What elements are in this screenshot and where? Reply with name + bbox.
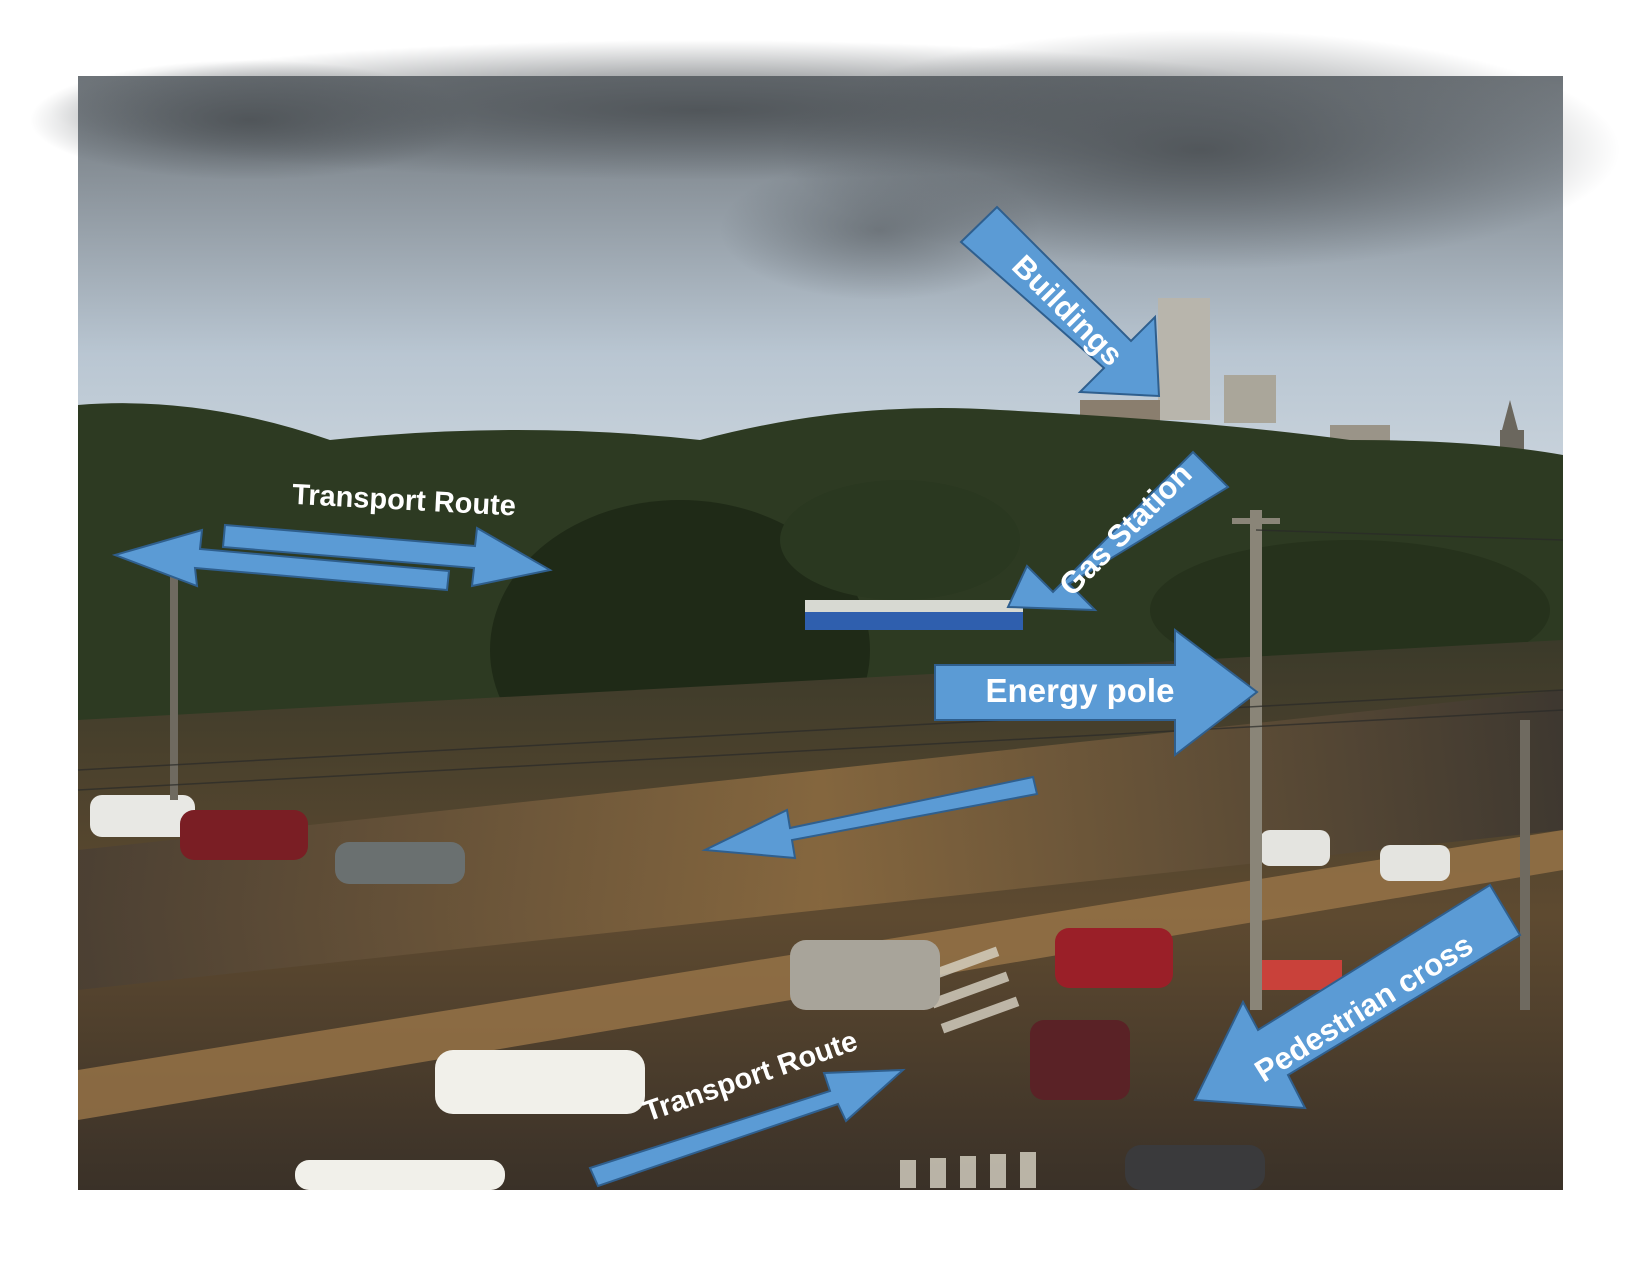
pedestrian-cross-arrow bbox=[1193, 883, 1522, 1110]
street-photo bbox=[30, 30, 1620, 1190]
buildings-arrow bbox=[959, 205, 1161, 398]
transport-route-bottom-arrow bbox=[588, 1068, 906, 1188]
transport-route-left-arrow bbox=[111, 528, 451, 592]
annotation-median-arrow bbox=[701, 775, 1039, 860]
transport-route-right-arrow bbox=[221, 523, 553, 588]
gas-station-arrow bbox=[1006, 450, 1230, 612]
annotation-energy-pole: Energy pole bbox=[934, 627, 1259, 758]
energy-pole-arrow bbox=[934, 627, 1259, 758]
median-left-arrow bbox=[701, 775, 1039, 860]
energy-pole-label: Energy pole bbox=[986, 672, 1175, 709]
